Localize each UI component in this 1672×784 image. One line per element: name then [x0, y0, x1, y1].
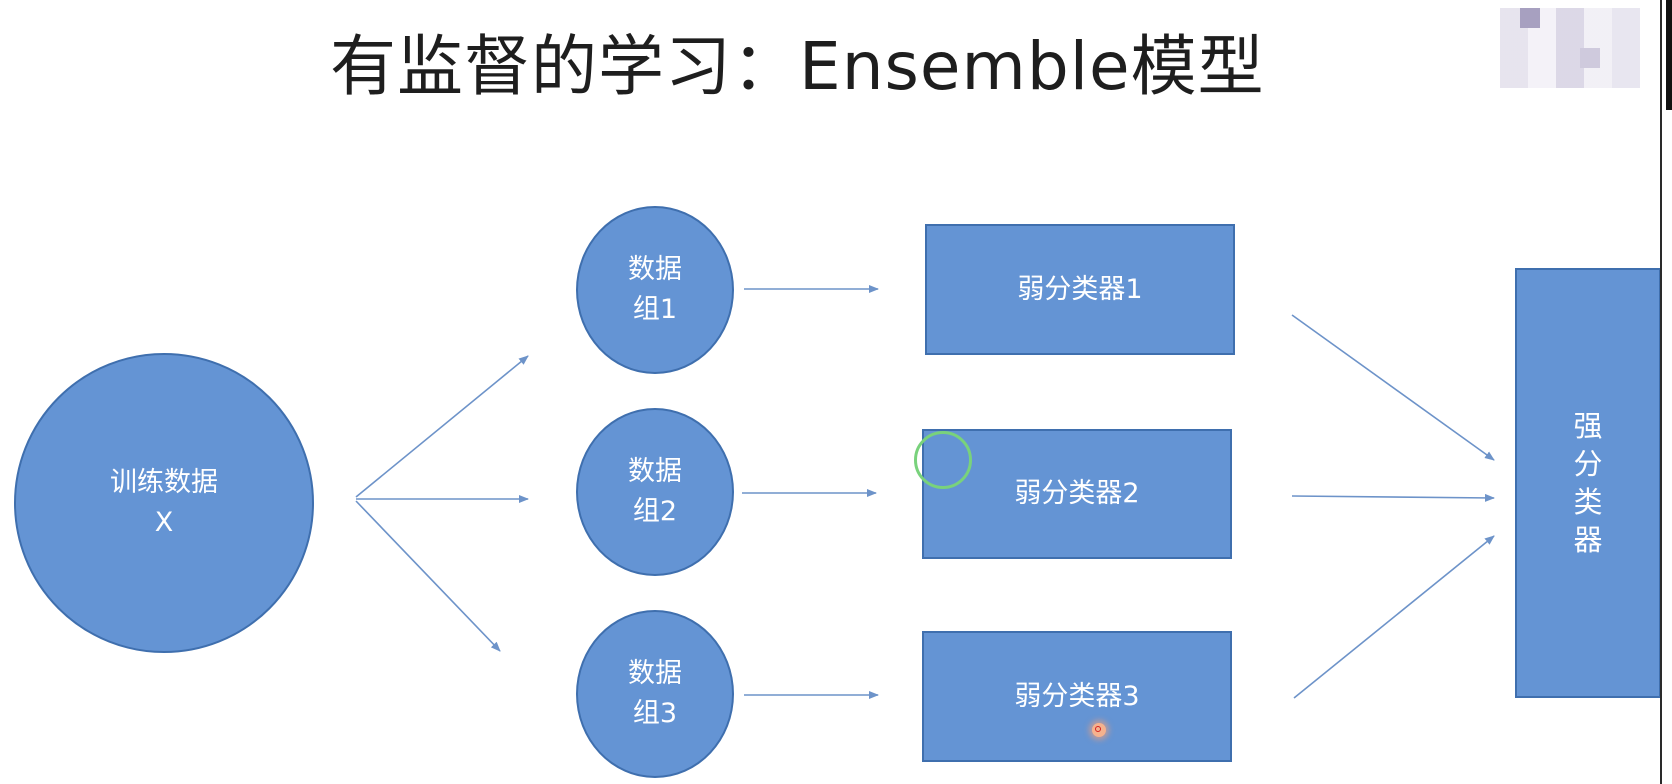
data-group-1-line2: 组1: [632, 294, 678, 325]
arrow-train-to-group1: [355, 355, 529, 498]
weak-classifier-3-box: 弱分类器3: [922, 631, 1232, 762]
data-group-2-node: 数据 组2: [576, 408, 734, 576]
data-group-2-line2: 组2: [632, 496, 678, 527]
training-data-node: 训练数据 X: [14, 353, 314, 653]
data-group-3-line2: 组3: [632, 698, 678, 729]
strong-classifier-box: 强分类器: [1515, 268, 1661, 698]
arrow-train-to-group3: [355, 500, 501, 652]
weak-classifier-1-box: 弱分类器1: [925, 224, 1235, 355]
data-group-1-line1: 数据: [628, 254, 682, 285]
arrow-weak3-to-strong: [1293, 535, 1495, 699]
strong-classifier-label: 强分类器: [1573, 409, 1603, 557]
slide-title: 有监督的学习：Ensemble模型: [330, 28, 1265, 105]
arrow-weak2-to-strong: [1291, 493, 1495, 502]
training-data-var: X: [154, 507, 174, 538]
data-group-3-line1: 数据: [628, 658, 682, 689]
weak-classifier-2-label: 弱分类器2: [1014, 478, 1140, 509]
data-group-3-node: 数据 组3: [576, 610, 734, 778]
data-group-2-line1: 数据: [628, 456, 682, 487]
weak-classifier-3-label: 弱分类器3: [1014, 680, 1140, 712]
data-group-1-node: 数据 组1: [576, 206, 734, 374]
arrow-weak1-to-strong: [1291, 314, 1495, 461]
training-data-label: 训练数据: [110, 467, 218, 498]
weak-classifier-1-label: 弱分类器1: [1017, 273, 1143, 305]
weak-classifier-2-box: 弱分类器2: [922, 429, 1232, 559]
